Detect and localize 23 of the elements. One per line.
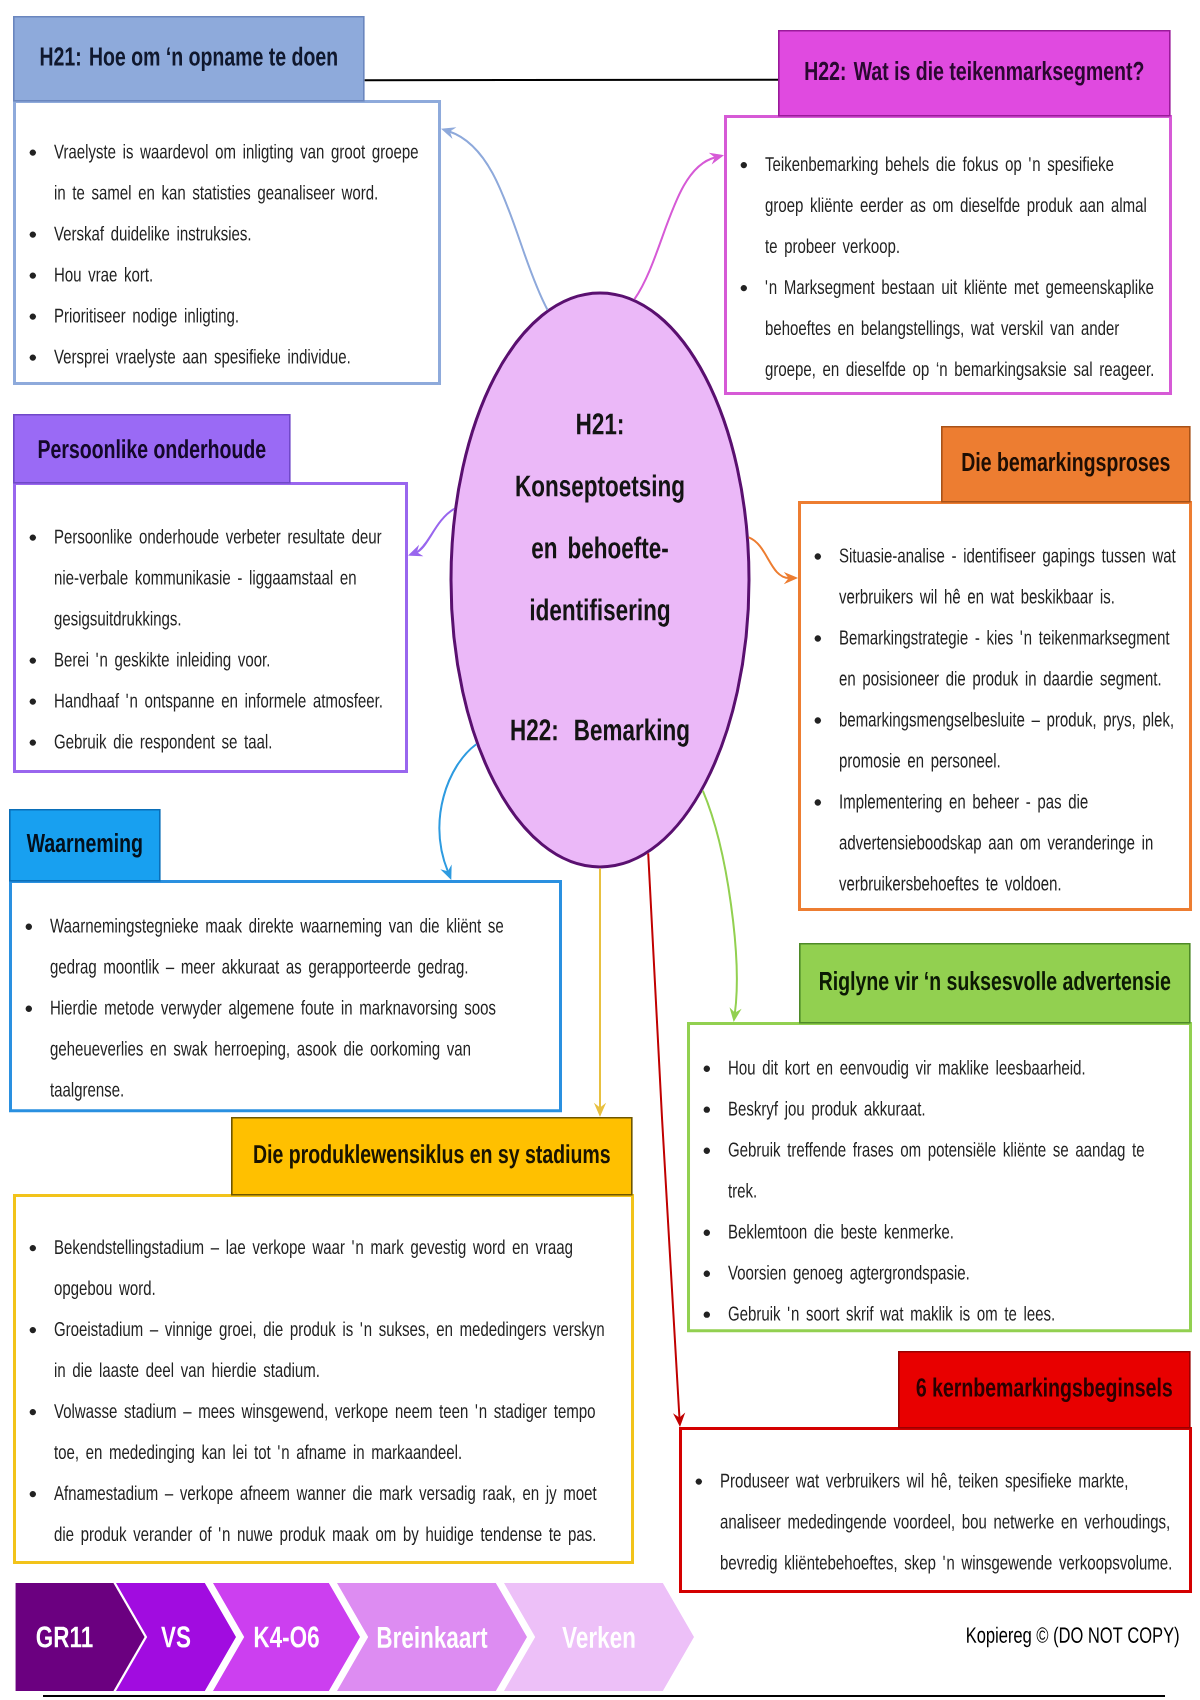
bullet-list-box: Produseer wat verbruikers wil hê, teiken spesifieke markte, analiseer mededingende voordeel, bou netwerke en verhoudings, bevredig kliëntebehoeftes, skep 'n winsgewende verkoopsvolume. xyxy=(679,1427,1192,1593)
heading-tab: Riglyne vir ‘n suksesvolle advertensie xyxy=(799,943,1191,1024)
bullet-list-box: Bekendstellingstadium – lae verkope waar 'n mark gevestig word en vraag opgebou word. Groeistadium – vinnige groei, die produk is 'n sukses, en mededingers verskyn in die laaste deel van hierdie stadium. Volwasse stadium – mees winsgewend, verkope neem teen 'n stadiger tempo toe, en mededinging kan lei tot 'n afname in markaandeel. Afnamestadium – verkope afneem wanner die mark versadig raak, en jy moet die produk verander of 'n nuwe produk maak om by huidige tendense te pas. xyxy=(13,1194,634,1564)
heading-tab: Waarneming xyxy=(9,809,161,882)
heading-tab: Persoonlike onderhoude xyxy=(13,413,291,484)
copyright-note: Kopiereg © (DO NOT COPY) xyxy=(967,1626,1179,1648)
heading-tab: Die produklewensiklus en sy stadiums xyxy=(231,1117,633,1196)
chevron-tab: Breinkaart xyxy=(337,1583,527,1691)
chevron-tab: VS xyxy=(116,1583,236,1691)
heading-tab: Die bemarkingsproses xyxy=(941,425,1191,503)
bullet-list-box: Hou dit kort en eenvoudig vir maklike leesbaarheid. Beskryf jou produk akkuraat. Gebruik treffende frases om potensiële kliënte se aandag te trek. Beklemtoon die beste kenmerke. Voorsien genoeg agtergrondspasie. Gebruik 'n soort skrif wat maklik is om te lees. xyxy=(687,1022,1192,1333)
bullet-list-box: Vraelyste is waardevol om inligting van groot groepe in te samel en kan statisties geanaliseer word. Verskaf duidelike instruksies. Hou vrae kort. Prioritiseer nodige inligting. Versprei vraelyste aan spesifieke individue. xyxy=(13,100,441,385)
heading-tab: H21: Hoe om ‘n opname te doen xyxy=(13,15,365,102)
connector-line xyxy=(363,78,779,82)
chevron-tab: GR11 xyxy=(15,1583,145,1691)
bullet-list-box: Teikenbemarking behels die fokus op 'n spesifieke groep kliënte eerder as om dieselfde produk aan almal te probeer verkoop. 'n Marksegment bestaan uit kliënte met gemeenskaplike behoeftes en belangstellings, wat verskil van ander groepe, en dieselfde op ‘n bemarkingsaksie sal reageer. xyxy=(724,115,1172,395)
heading-tab: 6 kernbemarkingsbeginsels xyxy=(898,1351,1191,1429)
chevron-tab: K4-O6 xyxy=(213,1583,360,1691)
heading-tab: H22: Wat is die teikenmarksegment? xyxy=(778,30,1171,117)
bullet-list-box: Situasie-analise - identifiseer gapings tussen wat verbruikers wil hê en wat beskikbaar is. Bemarkingstrategie - kies 'n teikenmarksegment en posisioneer die produk in daardie segment. bemarkingsmengselbesluite – produk, prys, plek, promosie en personeel. Implementering en beheer - pas die advertensieboodskap aan om veranderinge in verbruikersbehoeftes te voldoen. xyxy=(798,501,1192,911)
bullet-list-box: Persoonlike onderhoude verbeter resultate deur nie-verbale kommunikasie - liggaamstaal en gesigsuitdrukkings. Berei 'n geskikte inleiding voor. Handhaaf 'n ontspanne en informele atmosfeer. Gebruik die respondent se taal. xyxy=(13,482,408,773)
chevron-tab: Verken xyxy=(504,1583,694,1691)
bullet-list-box: Waarnemingstegnieke maak direkte waarneming van die kliënt se gedrag moontlik – meer akkuraat as gerapporteerde gedrag. Hierdie metode verwyder algemene foute in marknavorsing soos geheueverlies en swak herroeping, asook die oorkoming van taalgrense. xyxy=(9,880,562,1113)
